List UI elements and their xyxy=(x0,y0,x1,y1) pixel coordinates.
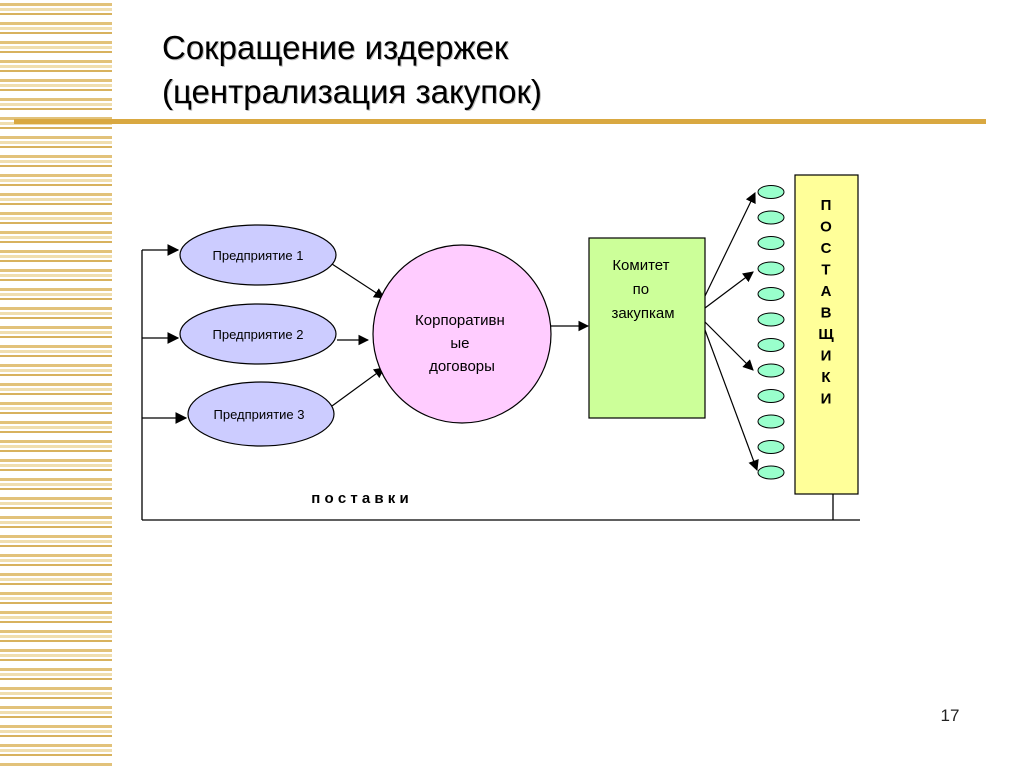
supplier-node-3 xyxy=(757,236,785,250)
contracts-label-line-1: Корпоративн xyxy=(415,312,505,329)
slide-number: 17 xyxy=(940,706,960,725)
enterprise-label-3: Предприятие 3 xyxy=(214,407,305,422)
supplier-letter-4: Т xyxy=(821,262,830,279)
supplier-letter-3: С xyxy=(821,240,832,257)
supplier-node-5 xyxy=(757,287,785,301)
enterprise-node-1: Предприятие 1 xyxy=(179,224,337,286)
svg-text:Комитет по закупка: Комитет по закупкам xyxy=(611,257,674,322)
supplier-node-8 xyxy=(757,363,785,378)
arrow-enterprise-1-to-contracts xyxy=(331,263,385,299)
fanout-arrow-3 xyxy=(704,321,754,371)
supplier-letter-6: В xyxy=(821,305,832,322)
delivery-loop xyxy=(141,244,860,521)
supplier-node-7 xyxy=(757,338,785,352)
svg-text:Корпоративн ые дог: Корпоративн ые договоры xyxy=(415,312,509,375)
page-title: Сокращение издержек (централизация закуп… xyxy=(162,26,942,114)
enterprise-node-3: Предприятие 3 xyxy=(187,381,335,447)
enterprise-node-2: Предприятие 2 xyxy=(179,303,337,365)
committee-node: Комитет по закупкам xyxy=(588,237,706,419)
supplier-nodes xyxy=(757,185,785,480)
fanout-arrow-4 xyxy=(704,329,759,472)
supplier-node-9 xyxy=(757,389,785,403)
supplier-letter-2: О xyxy=(820,219,832,236)
arrow-enterprise-3-to-contracts xyxy=(331,367,385,407)
supplier-node-12 xyxy=(757,465,785,480)
enterprise-label-1: Предприятие 1 xyxy=(213,248,304,263)
supplier-letter-8: И xyxy=(821,348,832,365)
committee-label-line-2: по xyxy=(633,281,649,298)
title-line-2: (централизация закупок) xyxy=(162,73,542,110)
title-line-1: Сокращение издержек xyxy=(162,29,509,66)
fanout-arrow-2 xyxy=(704,271,754,309)
decorative-stripes xyxy=(0,0,112,768)
supplier-node-11 xyxy=(757,440,785,454)
contracts-label-line-2: ые xyxy=(450,335,469,352)
supplier-node-6 xyxy=(757,312,785,327)
supplier-node-2 xyxy=(757,210,785,225)
committee-label-line-3: закупкам xyxy=(611,305,674,322)
supplier-letter-10: И xyxy=(821,391,832,408)
contracts-node: Корпоративн ые договоры xyxy=(372,244,552,424)
supplier-node-4 xyxy=(757,261,785,276)
supplier-letter-1: П xyxy=(821,197,832,214)
committee-fanout-arrows xyxy=(704,192,759,472)
deliveries-label: п о с т а в к и xyxy=(311,490,408,507)
committee-label-line-1: Комитет xyxy=(612,257,669,274)
supplier-letter-5: А xyxy=(821,283,832,300)
supplier-node-1 xyxy=(757,185,785,199)
title-divider xyxy=(14,119,986,124)
supplier-node-10 xyxy=(757,414,785,429)
supplier-letter-9: К xyxy=(821,369,831,386)
supplier-letter-7: Щ xyxy=(818,326,834,343)
enterprise-label-2: Предприятие 2 xyxy=(213,327,304,342)
fanout-arrow-1 xyxy=(704,192,756,297)
contracts-label-line-3: договоры xyxy=(429,358,495,375)
